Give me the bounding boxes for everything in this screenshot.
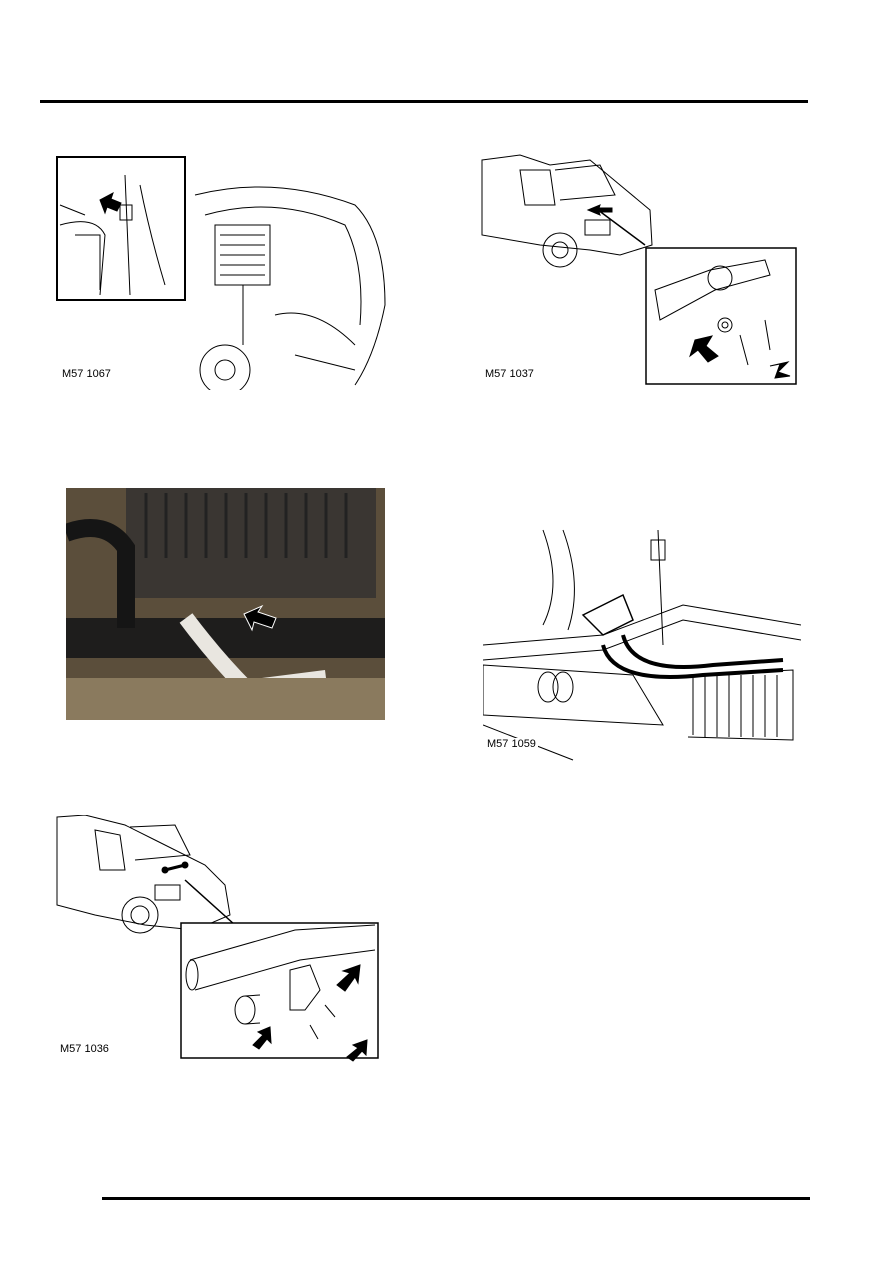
figure-m57-1067: M57 1067 <box>55 155 390 390</box>
figure-label: M57 1036 <box>58 1043 111 1055</box>
figure-m57-1059: M57 1059 <box>483 525 801 765</box>
footer-rule <box>102 1197 810 1200</box>
arrow-icon <box>336 964 361 992</box>
arrow-icon <box>99 191 122 215</box>
figure-label: M57 1037 <box>483 368 536 380</box>
figure-m57-1036: M57 1036 <box>55 815 385 1065</box>
arrow-icon <box>689 335 719 363</box>
arrow-icon <box>252 1026 272 1050</box>
double-arrow-icon <box>181 861 189 869</box>
steering-rack-pipes-illustration <box>483 529 801 761</box>
arrow-icon <box>769 361 791 379</box>
suspension-strut-illustration <box>56 156 386 390</box>
engine-bay-photo <box>66 488 385 720</box>
figure-label: M57 1059 <box>485 738 538 750</box>
arrow-icon <box>586 204 613 216</box>
figure-label: M57 1067 <box>60 368 113 380</box>
figure-m57-1037: M57 1037 <box>480 150 800 390</box>
vehicle-steering-rack-illustration <box>481 154 797 385</box>
header-rule <box>40 100 808 103</box>
arrow-icon <box>346 1039 368 1062</box>
engine-photo-rendering <box>66 488 385 720</box>
arrow-icon <box>243 604 277 632</box>
vehicle-exhaust-bracket-illustration <box>56 815 379 1062</box>
